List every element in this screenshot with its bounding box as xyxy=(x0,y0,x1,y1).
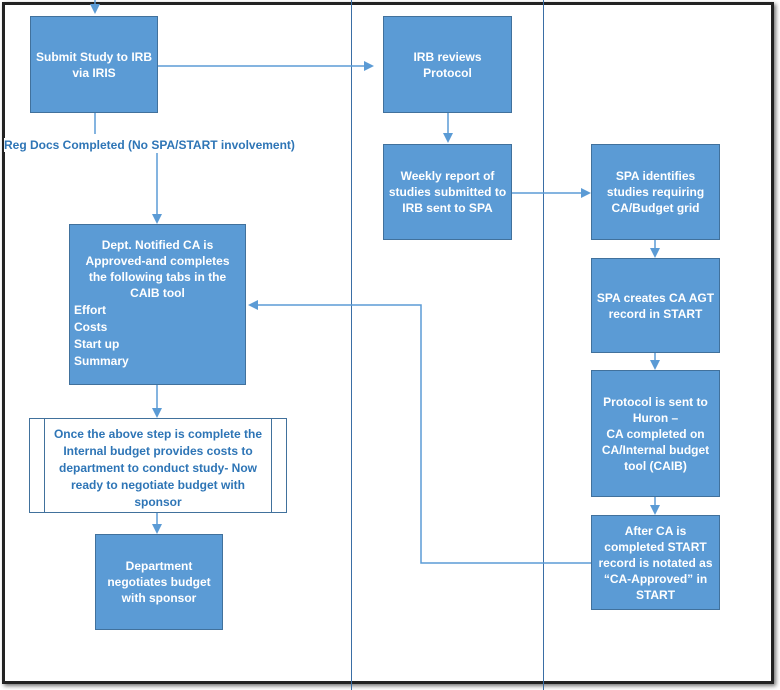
edge-label-reg-docs: Reg Docs Completed (No SPA/START involve… xyxy=(4,138,295,152)
caib-tab-start-up: Start up xyxy=(74,337,120,351)
connector-after-to-dept-notified xyxy=(248,300,591,564)
node-dept-notified-line-2: Approved-and completes xyxy=(85,254,230,268)
node-dept-notified-line-1: Dept. Notified CA is xyxy=(101,238,214,252)
node-spa-identifies-line-1: SPA identifies xyxy=(615,169,696,183)
node-internal-budget-line-4: ready to negotiate budget with xyxy=(70,478,245,492)
node-protocol-sent-line-1: Protocol is sent to xyxy=(603,394,708,409)
node-internal-budget-line-1: Once the above step is complete the xyxy=(53,427,263,441)
node-internal-budget: Once the above step is complete the Inte… xyxy=(29,418,287,513)
diagram-frame xyxy=(2,2,774,684)
swimlane-divider-1 xyxy=(351,0,352,690)
process-right-bar xyxy=(271,419,272,512)
node-spa-identifies: SPA identifies studies requiring CA/Budg… xyxy=(591,144,720,240)
node-submit-study-line-2: via IRIS xyxy=(72,65,116,80)
node-after-ca-line-1: After CA is xyxy=(624,523,687,538)
node-spa-identifies-line-2: studies requiring xyxy=(606,185,705,199)
node-after-ca: After CA is completed START record is no… xyxy=(591,515,720,610)
node-protocol-sent-line-3: CA completed on xyxy=(606,426,705,441)
node-spa-creates-line-1: SPA creates CA AGT xyxy=(596,290,715,305)
node-protocol-sent-line-5: tool (CAIB) xyxy=(624,458,687,473)
caib-tab-costs: Costs xyxy=(74,320,108,334)
node-weekly-report: Weekly report of studies submitted to IR… xyxy=(383,144,512,240)
node-internal-budget-line-5: sponsor xyxy=(134,495,182,509)
node-weekly-report-line-3: IRB sent to SPA xyxy=(402,201,493,215)
node-dept-notified: Dept. Notified CA is Approved-and comple… xyxy=(69,224,246,385)
node-protocol-sent: Protocol is sent to Huron – CA completed… xyxy=(591,370,720,497)
node-spa-creates: SPA creates CA AGT record in START xyxy=(591,258,720,353)
node-submit-study-line-1: Submit Study to IRB xyxy=(36,49,152,64)
caib-tab-effort: Effort xyxy=(74,303,106,317)
process-left-bar xyxy=(44,419,45,512)
node-dept-negotiates: Department negotiates budget with sponso… xyxy=(95,534,223,630)
node-protocol-sent-line-4: CA/Internal budget xyxy=(601,442,710,457)
node-after-ca-line-2: completed START xyxy=(604,539,707,554)
caib-tab-summary: Summary xyxy=(74,354,129,368)
node-weekly-report-line-2: studies submitted to xyxy=(388,185,507,199)
node-dept-negotiates-line-1: Department xyxy=(125,559,193,573)
node-after-ca-line-4: “CA-Approved” in xyxy=(603,571,708,586)
node-internal-budget-line-3: department to conduct study- Now xyxy=(59,461,257,475)
node-dept-negotiates-line-3: with sponsor xyxy=(121,591,197,605)
swimlane-divider-2 xyxy=(543,0,544,690)
node-internal-budget-line-2: Internal budget provides costs to xyxy=(63,444,253,458)
node-dept-notified-line-4: CAIB tool xyxy=(130,286,185,300)
node-dept-negotiates-line-2: negotiates budget xyxy=(107,575,211,589)
node-irb-reviews: IRB reviews Protocol xyxy=(383,16,512,113)
node-protocol-sent-line-2: Huron – xyxy=(632,410,679,425)
node-weekly-report-line-1: Weekly report of xyxy=(400,169,495,183)
node-spa-creates-line-2: record in START xyxy=(608,306,703,321)
caib-tabs-list: Effort Costs Start up Summary xyxy=(74,302,241,370)
node-spa-identifies-line-3: CA/Budget grid xyxy=(611,201,700,215)
node-after-ca-line-3: record is notated as xyxy=(598,555,713,570)
node-dept-notified-line-3: the following tabs in the xyxy=(88,270,227,284)
node-after-ca-line-5: START xyxy=(635,587,676,602)
node-irb-reviews-line-1: IRB reviews Protocol xyxy=(413,49,482,80)
node-submit-study: Submit Study to IRB via IRIS xyxy=(30,16,158,113)
